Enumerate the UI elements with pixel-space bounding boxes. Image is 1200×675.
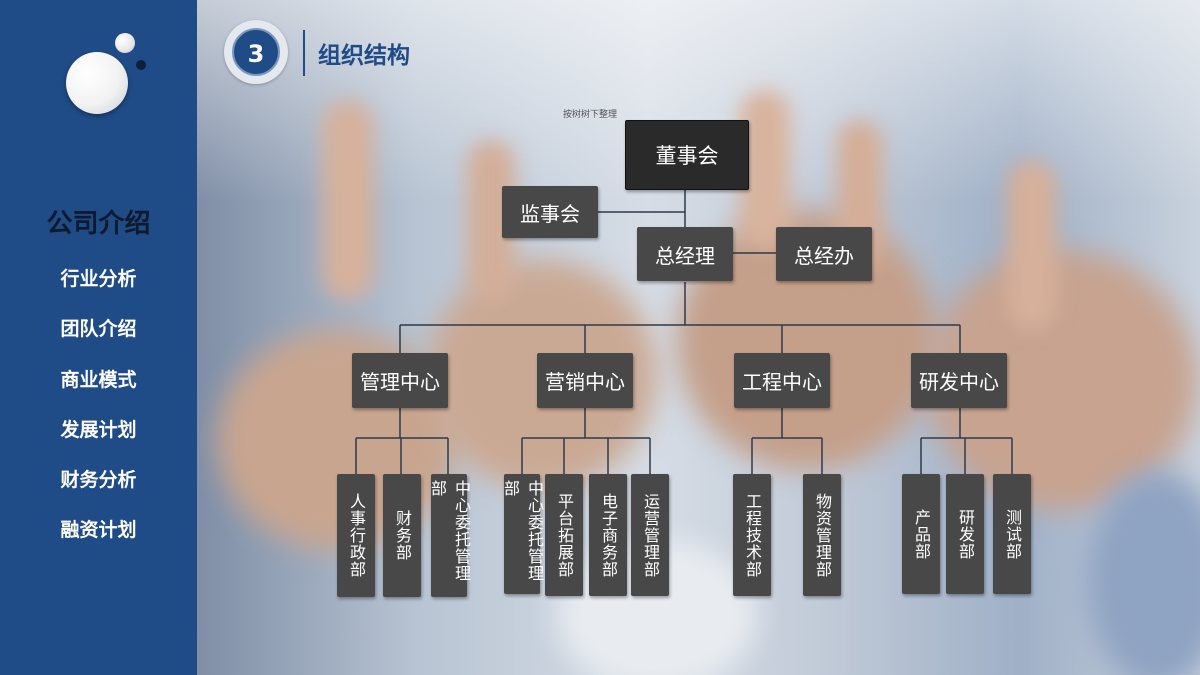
section-number-badge: 3 — [224, 20, 288, 84]
background-finger-shape — [1007, 160, 1057, 330]
node-product-dept: 产品部 — [902, 474, 940, 594]
node-supervisors: 监事会 — [502, 186, 598, 238]
sidebar: 公司介绍 行业分析 团队介绍 商业模式 发展计划 财务分析 融资计划 — [0, 0, 197, 675]
node-marketing-center: 营销中心 — [537, 353, 633, 408]
decorative-dot — [136, 60, 146, 70]
background-finger-shape — [322, 100, 374, 300]
node-board: 董事会 — [625, 120, 749, 190]
sidebar-item-financial-analysis[interactable]: 财务分析 — [60, 469, 137, 491]
node-management-center: 管理中心 — [352, 353, 448, 408]
background-sleeve-shape — [1087, 470, 1200, 675]
sidebar-item-team-intro[interactable]: 团队介绍 — [60, 318, 137, 340]
decorative-large-sphere — [66, 52, 128, 114]
section-title: 组织结构 — [318, 43, 410, 69]
sidebar-item-industry-analysis[interactable]: 行业分析 — [60, 268, 137, 290]
node-finance-dept: 财务部 — [383, 474, 421, 597]
sidebar-item-financing-plan[interactable]: 融资计划 — [60, 519, 137, 541]
node-platform-expansion-dept: 平台拓展部 — [545, 474, 583, 596]
node-hr-admin-dept: 人事行政部 — [337, 474, 375, 597]
node-operations-mgmt-dept: 运营管理部 — [631, 474, 669, 596]
sidebar-item-business-model[interactable]: 商业模式 — [60, 369, 137, 391]
main-content: 3 组织结构 — [197, 0, 1200, 675]
node-gm-office: 总经办 — [776, 227, 872, 281]
node-center-entrusted-mgmt-dept: 中心委托管理部 — [501, 474, 544, 594]
node-testing-dept: 测试部 — [993, 474, 1031, 594]
node-ecommerce-dept: 电子商务部 — [589, 474, 627, 596]
node-general-manager: 总经理 — [637, 227, 733, 281]
section-number: 3 — [232, 28, 280, 76]
node-center-entrusted-mgmt-dept: 中心委托管理部 — [428, 474, 471, 597]
header-divider — [303, 30, 305, 76]
node-materials-mgmt-dept: 物资管理部 — [803, 474, 841, 596]
org-chart-connectors — [355, 190, 1013, 474]
node-rd-dept: 研发部 — [946, 474, 984, 594]
node-engineering-tech-dept: 工程技术部 — [733, 474, 771, 596]
sidebar-title: 公司介绍 — [46, 209, 151, 239]
sidebar-item-development-plan[interactable]: 发展计划 — [60, 419, 137, 441]
node-engineering-center: 工程中心 — [734, 353, 830, 408]
decorative-small-sphere — [115, 33, 135, 53]
node-rd-center: 研发中心 — [911, 353, 1007, 408]
chart-note: 按树树下整理 — [563, 110, 618, 120]
